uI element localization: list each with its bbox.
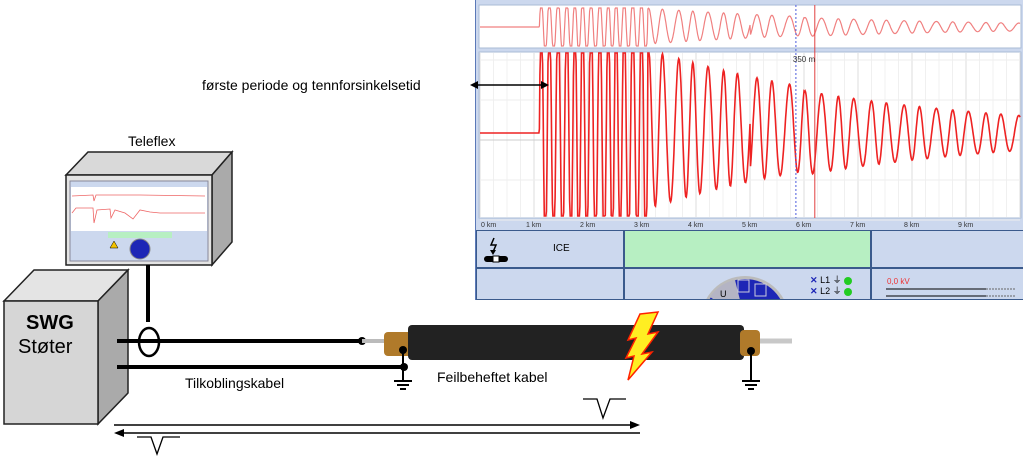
reflected-pulse-icon [137,436,180,456]
x-tick-label: 4 km [688,222,703,229]
x-tick-label: 5 km [742,222,757,229]
marker-label: 350 m [793,55,816,64]
phase-status-icon [844,287,853,296]
period-arrow-icon [470,81,549,89]
dial-segment-y [737,279,750,293]
lower-left-cell [476,268,624,300]
x-tick-label: 3 km [634,222,649,229]
connection-cable-label: Tilkoblingskabel [185,375,285,391]
teleflex-dial [129,238,151,260]
voltage-icon: U [720,289,727,299]
surge-mode-icon [484,237,508,263]
oscilloscope-panel: 350 m 0 km 1 km 2 km 3 km 4 km 5 km 6 km 7 km 8 … [475,0,1023,300]
grid [479,53,1021,221]
x-tick-label: 7 km [850,222,865,229]
fault-lightning-icon [624,311,660,381]
main-trace [480,51,1021,217]
x-tick-label: 0 km [481,222,496,229]
swg-subtitle: Støter [18,336,73,358]
phase-status-icon [844,276,853,285]
x-tick-label: 2 km [580,222,595,229]
faulty-cable [362,325,792,360]
dial-segment-voltage [710,280,740,299]
voltage-scale [886,288,1016,297]
mode-label: ICE [553,243,570,254]
dial-segment-x [754,283,767,297]
x-tick-label: 6 km [796,222,811,229]
forward-pulse-icon [583,398,626,421]
control-cell: U ✕ L1 ⏚ ✕ L2 ⏚ [624,268,871,300]
voltage-cell: 0,0 kV [871,268,1023,300]
swg-title: SWG [26,312,74,334]
voltage-readout: 0,0 kV [887,277,910,286]
first-period-annotation: første periode og tennforsinkelsetid [202,77,421,93]
faulty-cable-label: Feilbeheftet kabel [437,369,548,385]
ground-icon-right [742,380,760,390]
teleflex-screen-plot [71,187,207,231]
phase-row[interactable]: ✕ L2 ⏚ [810,286,853,297]
mode-cell[interactable]: ICE [476,230,624,268]
overview-trace [480,7,1021,47]
ground-icon-left [394,380,412,390]
teleflex-label: Teleflex [128,133,176,149]
phase-list: ✕ L1 ⏚ ✕ L2 ⏚ [810,275,853,297]
swg-device [2,268,130,426]
teleflex-device [64,149,234,268]
info-cell [871,230,1023,268]
x-tick-label: 8 km [904,222,919,229]
trace-chart: 350 m 0 km 1 km 2 km 3 km 4 km 5 km 6 km 7 km 8 … [478,4,1022,229]
status-bar [624,230,871,268]
x-axis-ticks: 0 km 1 km 2 km 3 km 4 km 5 km 6 km 7 km 8 km 9 km [481,222,973,229]
mode-dial[interactable]: U [700,275,790,300]
phase-row[interactable]: ✕ L1 ⏚ [810,275,853,286]
warning-icon [109,240,119,249]
x-tick-label: 9 km [958,222,973,229]
x-tick-label: 1 km [526,222,541,229]
